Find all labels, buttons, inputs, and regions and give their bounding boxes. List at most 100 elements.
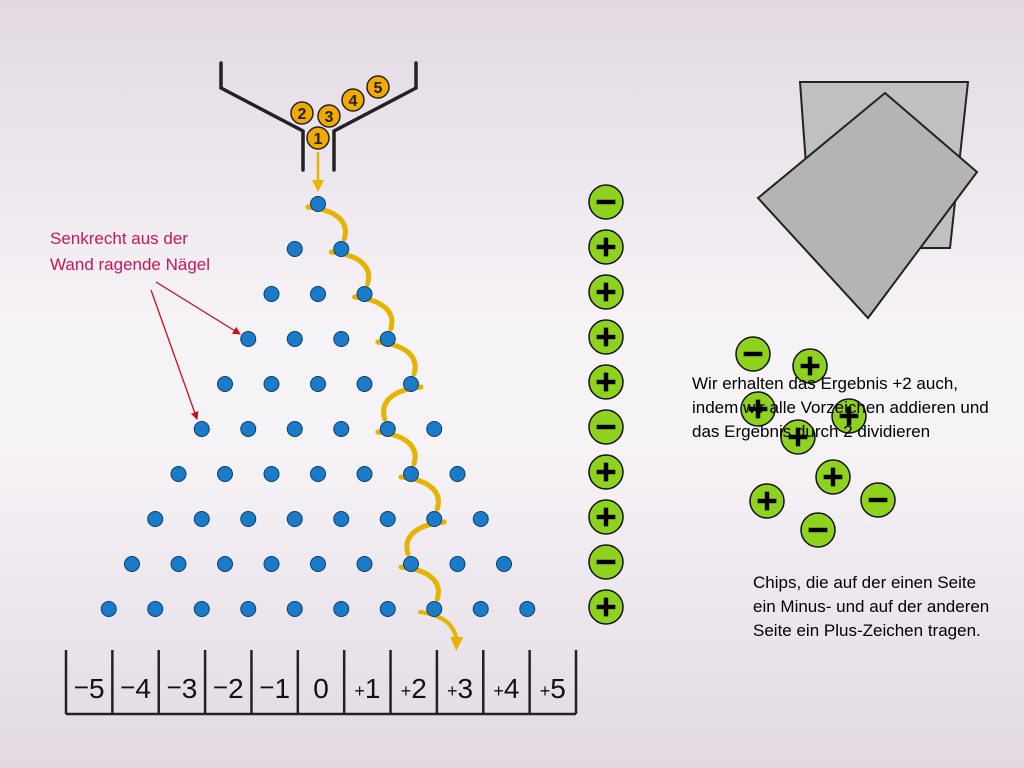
nail (193, 511, 210, 527)
ball-path-segment (305, 204, 348, 242)
hopper-ball: 1 (306, 126, 330, 150)
result-note: Wir erhalten das Ergebnis +2 auch, indem… (692, 374, 989, 441)
nail (170, 466, 187, 482)
nail (379, 331, 396, 347)
hopper-ball: 4 (341, 88, 365, 112)
hopper-ball: 5 (366, 75, 390, 99)
ball-path-segment (328, 249, 372, 287)
nail (217, 466, 233, 482)
ball-path-segment (404, 519, 447, 557)
minus-chip (588, 184, 624, 220)
nail (286, 241, 303, 257)
scale-label: +4 (493, 673, 519, 704)
nail (217, 376, 233, 392)
nail (356, 286, 373, 302)
nail (403, 556, 419, 572)
plus-chip (792, 348, 828, 384)
nail (286, 421, 303, 437)
minus-chip (800, 512, 836, 548)
nail (379, 421, 396, 437)
nail (472, 601, 489, 617)
nail (333, 331, 350, 347)
ball-path-segment (352, 294, 395, 332)
chip-card-front (756, 91, 979, 320)
nail (310, 466, 326, 482)
chip-note: Chips, die auf der einen Seite ein Minus… (753, 573, 990, 640)
nail (310, 286, 326, 302)
scale-label: 0 (313, 673, 329, 704)
plus-chip (588, 319, 624, 355)
nail (147, 601, 164, 617)
scattered-chips (735, 336, 896, 548)
nail (100, 601, 117, 617)
nail (240, 421, 257, 437)
scale-label: +2 (401, 673, 427, 704)
scale-label: −3 (167, 672, 198, 704)
plus-chip (588, 364, 624, 400)
nail (240, 511, 257, 527)
ball-path-segment (398, 474, 441, 512)
nail (379, 601, 396, 617)
nail (286, 331, 303, 347)
nail (449, 556, 466, 572)
nail-label: Senkrecht aus der Wand ragende Nägel (50, 229, 211, 274)
scale-label: −5 (74, 672, 105, 704)
nail (333, 421, 350, 437)
nail (519, 601, 536, 617)
nail (170, 556, 187, 572)
ball-path-segment (375, 339, 418, 377)
plus-chip (815, 459, 851, 495)
ball-path-segment (375, 429, 418, 467)
nail (310, 196, 326, 212)
drop-arrow (312, 152, 324, 192)
hopper-ball-label: 1 (314, 131, 323, 148)
nail (193, 601, 210, 617)
plus-chip (588, 499, 624, 535)
scale-label: −1 (259, 672, 290, 704)
nail (333, 601, 350, 617)
nail (449, 466, 466, 482)
hopper-ball-label: 2 (298, 106, 307, 123)
nail (403, 376, 419, 392)
nail (217, 556, 233, 572)
nail (263, 466, 280, 482)
minus-chip (588, 409, 624, 445)
nail (426, 421, 443, 437)
nail (310, 556, 326, 572)
scale-label: +5 (540, 673, 566, 704)
nail (263, 376, 280, 392)
nail (286, 601, 303, 617)
plus-chip (740, 391, 776, 427)
nail (379, 511, 396, 527)
hopper-ball-label: 3 (325, 109, 334, 126)
plus-chip (588, 589, 624, 625)
nail (356, 556, 373, 572)
nail (193, 421, 210, 437)
nail-grid (100, 196, 536, 617)
nail (147, 511, 164, 527)
scale-label: −2 (213, 672, 244, 704)
plus-chip (588, 229, 624, 265)
scale-label: −4 (120, 672, 151, 704)
hopper-ball: 2 (290, 101, 314, 125)
plus-chip (831, 398, 867, 434)
nail (426, 511, 443, 527)
nail-label-arrows (150, 281, 241, 420)
nail (263, 286, 280, 302)
scale-label: +1 (354, 673, 380, 704)
nail (356, 466, 373, 482)
funnel (219, 61, 418, 172)
nail (333, 241, 350, 257)
nail (310, 376, 326, 392)
hopper-ball: 3 (317, 104, 341, 128)
minus-chip (860, 482, 896, 518)
nail (496, 556, 512, 572)
nail (240, 331, 257, 347)
minus-chip (588, 544, 624, 580)
plus-chip (749, 483, 785, 519)
hopper-ball-label: 4 (349, 93, 358, 110)
plus-chip (588, 274, 624, 310)
nail (124, 556, 140, 572)
